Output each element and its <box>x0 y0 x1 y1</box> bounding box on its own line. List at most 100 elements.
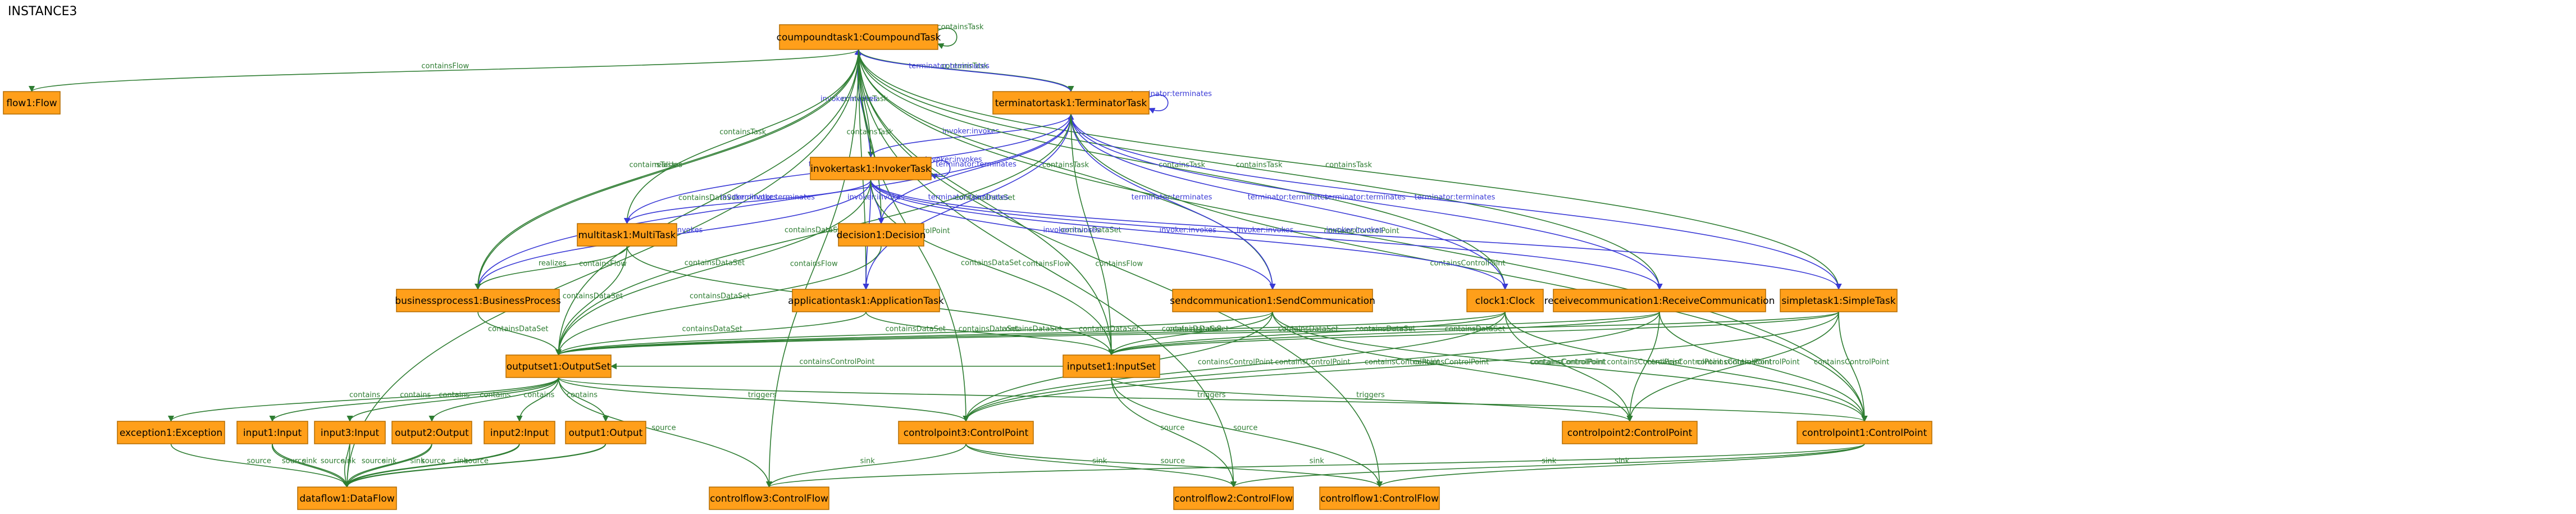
node-box <box>838 223 924 247</box>
edge-label: containsTask <box>941 62 988 71</box>
edge-receive-inputset: containsDataSet <box>1108 311 1660 356</box>
edge-line <box>555 113 1072 356</box>
node-label: controlpoint3:ControlPoint <box>904 427 1029 439</box>
edge-multi-business: realizes <box>475 245 628 290</box>
node-cf3[interactable]: controlflow3:ControlFlow <box>709 486 829 510</box>
edge-label: terminator:terminates <box>1248 193 1329 202</box>
edge-label: triggers <box>748 391 777 399</box>
edge-line <box>965 443 1383 488</box>
edge-label: contains <box>567 391 598 399</box>
node-clock[interactable]: clock1:Clock <box>1466 289 1544 312</box>
edge-label: contains <box>349 391 380 399</box>
edge-label: triggers <box>1197 391 1226 399</box>
node-cp3[interactable]: controlpoint3:ControlPoint <box>898 421 1034 444</box>
edge-line <box>555 245 628 356</box>
edge-label: containsTask <box>1235 161 1283 170</box>
edge-line <box>930 160 951 180</box>
edge-terminator-business: terminator:terminates <box>475 113 1072 290</box>
edge-label: terminator:terminates <box>928 193 1009 202</box>
node-dataflow[interactable]: dataflow1:DataFlow <box>297 486 397 510</box>
edge-terminator-receive: terminator:terminates <box>1070 113 1663 290</box>
node-label: input2:Input <box>490 427 549 439</box>
edge-line <box>555 245 882 356</box>
edge-line <box>1272 311 1633 422</box>
edge-receive-cp3: containsControlPoint <box>963 311 1660 422</box>
edge-input1-dataflow: source <box>272 443 349 488</box>
node-box <box>1319 486 1440 510</box>
edge-input3-dataflow: source <box>321 443 350 488</box>
edge-label: terminator:terminates <box>1325 193 1406 202</box>
edge-label: containsDataSet <box>1079 325 1139 334</box>
edge-outputset-exception: contains <box>168 377 559 422</box>
node-outputset[interactable]: outputset1:OutputSet <box>505 354 612 378</box>
node-decision[interactable]: decision1:Decision <box>837 223 926 247</box>
edge-invoker-send: invoker:invokes <box>870 179 1276 290</box>
node-box <box>391 421 472 444</box>
edge-inputset-cp2: triggers <box>1111 377 1633 422</box>
node-input1[interactable]: input1:Input <box>236 421 308 444</box>
node-box <box>1172 289 1373 312</box>
node-output1[interactable]: output1:Output <box>565 421 646 444</box>
node-cf2[interactable]: controlflow2:ControlFlow <box>1173 486 1294 510</box>
node-box <box>810 157 932 180</box>
node-box <box>1797 421 1932 444</box>
edge-exception-dataflow: source <box>170 443 350 488</box>
edge-label: containsDataSet <box>682 325 742 334</box>
node-business[interactable]: businessprocess1:BusinessProcess <box>395 289 561 312</box>
node-terminator[interactable]: terminatortask1:TerminatorTask <box>992 91 1150 115</box>
edge-label: containsTask <box>846 128 893 137</box>
edge-line <box>1626 311 1660 422</box>
node-multi[interactable]: multitask1:MultiTask <box>577 223 677 247</box>
edge-outputset-input1: contains <box>269 377 559 422</box>
node-output2[interactable]: output2:Output <box>391 421 472 444</box>
edge-outputset-input2: contains <box>516 377 559 422</box>
node-box <box>396 289 560 312</box>
edge-line <box>1504 311 1868 422</box>
edge-invoker-terminator: invoker:invokes <box>870 113 1074 158</box>
diagram-title: INSTANCE3 <box>8 4 77 19</box>
edge-label: containsTask <box>937 23 984 31</box>
edge-line <box>870 179 1115 356</box>
edge-line <box>1659 311 1868 422</box>
edge-label: source <box>282 457 306 466</box>
edge-terminator-simple: terminator:terminates <box>1070 113 1842 290</box>
node-cp2[interactable]: controlpoint2:ControlPoint <box>1562 421 1698 444</box>
node-label: output2:Output <box>395 427 469 439</box>
edge-label: containsControlPoint <box>1430 260 1505 268</box>
node-box <box>565 421 646 444</box>
node-application[interactable]: applicationtask1:ApplicationTask <box>788 289 944 312</box>
node-exception[interactable]: exception1:Exception <box>117 421 225 444</box>
edge-line <box>475 113 1072 290</box>
node-label: multitask1:MultiTask <box>578 230 676 241</box>
edge-simple-cp2: containsControlPoint <box>1626 311 1839 422</box>
edge-line <box>170 443 350 488</box>
edge-line <box>878 113 1072 225</box>
node-input2[interactable]: input2:Input <box>484 421 555 444</box>
edge-input2-dataflow: sink <box>343 443 520 488</box>
edge-label: containsDataSet <box>1002 325 1062 334</box>
node-cp1[interactable]: controlpoint1:ControlPoint <box>1797 421 1932 444</box>
edge-line <box>344 443 432 488</box>
node-send[interactable]: sendcommunication1:SendCommunication <box>1170 289 1375 312</box>
edge-label: contains <box>439 391 469 399</box>
edge-invoker-multi: invoker:invokes <box>624 179 872 225</box>
node-inputset[interactable]: inputset1:InputSet <box>1063 354 1160 378</box>
edge-label: containsFlow <box>421 62 469 71</box>
edge-label: containsDataSet <box>690 292 750 301</box>
edge-receive-cp2: containsControlPoint <box>1607 311 1683 422</box>
node-compound[interactable]: coumpoundtask1:CoumpoundTask <box>777 24 941 50</box>
edge-line <box>475 49 859 290</box>
edge-line <box>475 49 859 290</box>
node-input3[interactable]: input3:Input <box>314 421 386 444</box>
node-cf1[interactable]: controlflow1:ControlFlow <box>1319 486 1440 510</box>
node-box <box>297 486 397 510</box>
node-flow[interactable]: flow1:Flow <box>3 91 61 115</box>
node-label: decision1:Decision <box>837 230 926 241</box>
node-simple[interactable]: simpletask1:SimpleTask <box>1780 289 1898 312</box>
edge-line <box>1070 113 1842 290</box>
edge-simple-cp1: containsControlPoint <box>1814 311 1889 422</box>
edge-inputset-cf1: source <box>1111 377 1383 488</box>
node-receive[interactable]: receivecommunication1:ReceiveCommunicati… <box>1544 289 1775 312</box>
node-invoker[interactable]: invokertask1:InvokerTask <box>810 157 932 180</box>
